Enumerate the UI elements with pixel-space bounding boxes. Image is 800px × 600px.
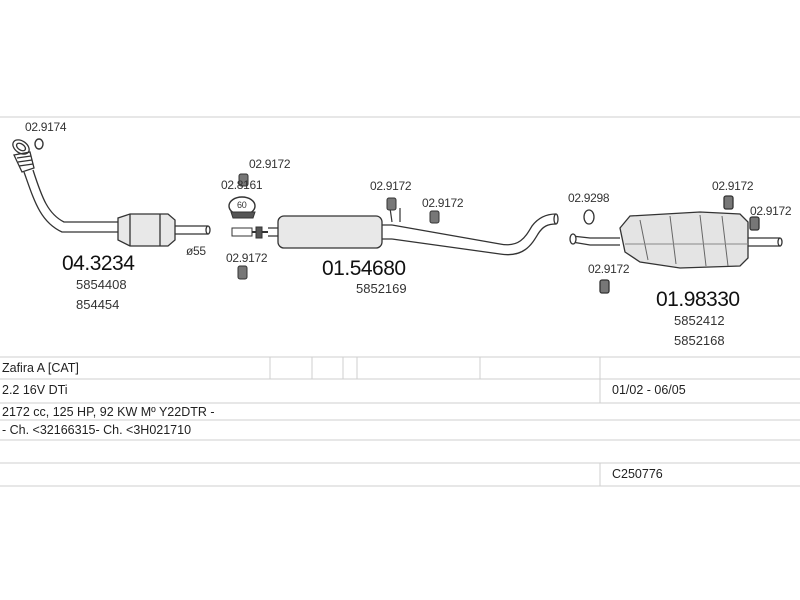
vehicle-model: Zafira A [CAT] [2, 361, 79, 375]
right-fittings [583, 195, 760, 294]
production-dates: 01/02 - 06/05 [612, 383, 686, 397]
fitting-label: 02.8161 [221, 178, 263, 192]
oem-number: 5852412 [674, 313, 725, 328]
oem-number: 5854408 [76, 277, 127, 292]
rear-silencer [569, 211, 783, 269]
part-number: 01.54680 [322, 257, 406, 280]
engine-spec: 2172 cc, 125 HP, 92 KW Mº Y22DTR - [2, 405, 215, 419]
engine-label: 2.2 16V DTi [2, 383, 68, 397]
fitting-label: 02.9172 [712, 179, 754, 193]
diameter-label: ø55 [186, 244, 206, 258]
fitting-label: 02.9172 [750, 204, 792, 218]
front-pipe-catalyst [12, 139, 211, 247]
fitting-label: 02.9172 [249, 157, 291, 171]
chassis-range: - Ch. <32166315- Ch. <3H021710 [2, 423, 192, 437]
fitting-label: 02.9298 [568, 191, 610, 205]
oem-number: 854454 [76, 297, 120, 312]
mid-fittings [228, 173, 268, 280]
oem-number: 5852169 [356, 281, 407, 296]
gasket-ring-icon [34, 138, 44, 150]
part-number: 04.3234 [62, 252, 135, 275]
fitting-label: 02.9174 [25, 120, 67, 134]
fitting-label: 02.9172 [422, 196, 464, 210]
reference-code: C250776 [612, 467, 663, 481]
clamp-size-label: 60 [237, 200, 247, 210]
info-table-lines [0, 356, 800, 487]
oem-number: 5852168 [674, 333, 725, 348]
fitting-label: 02.9172 [226, 251, 268, 265]
center-mounts [386, 197, 440, 224]
fitting-label: 02.9172 [588, 262, 630, 276]
middle-silencer [268, 207, 559, 256]
fitting-label: 02.9172 [370, 179, 412, 193]
part-number: 01.98330 [656, 288, 740, 311]
